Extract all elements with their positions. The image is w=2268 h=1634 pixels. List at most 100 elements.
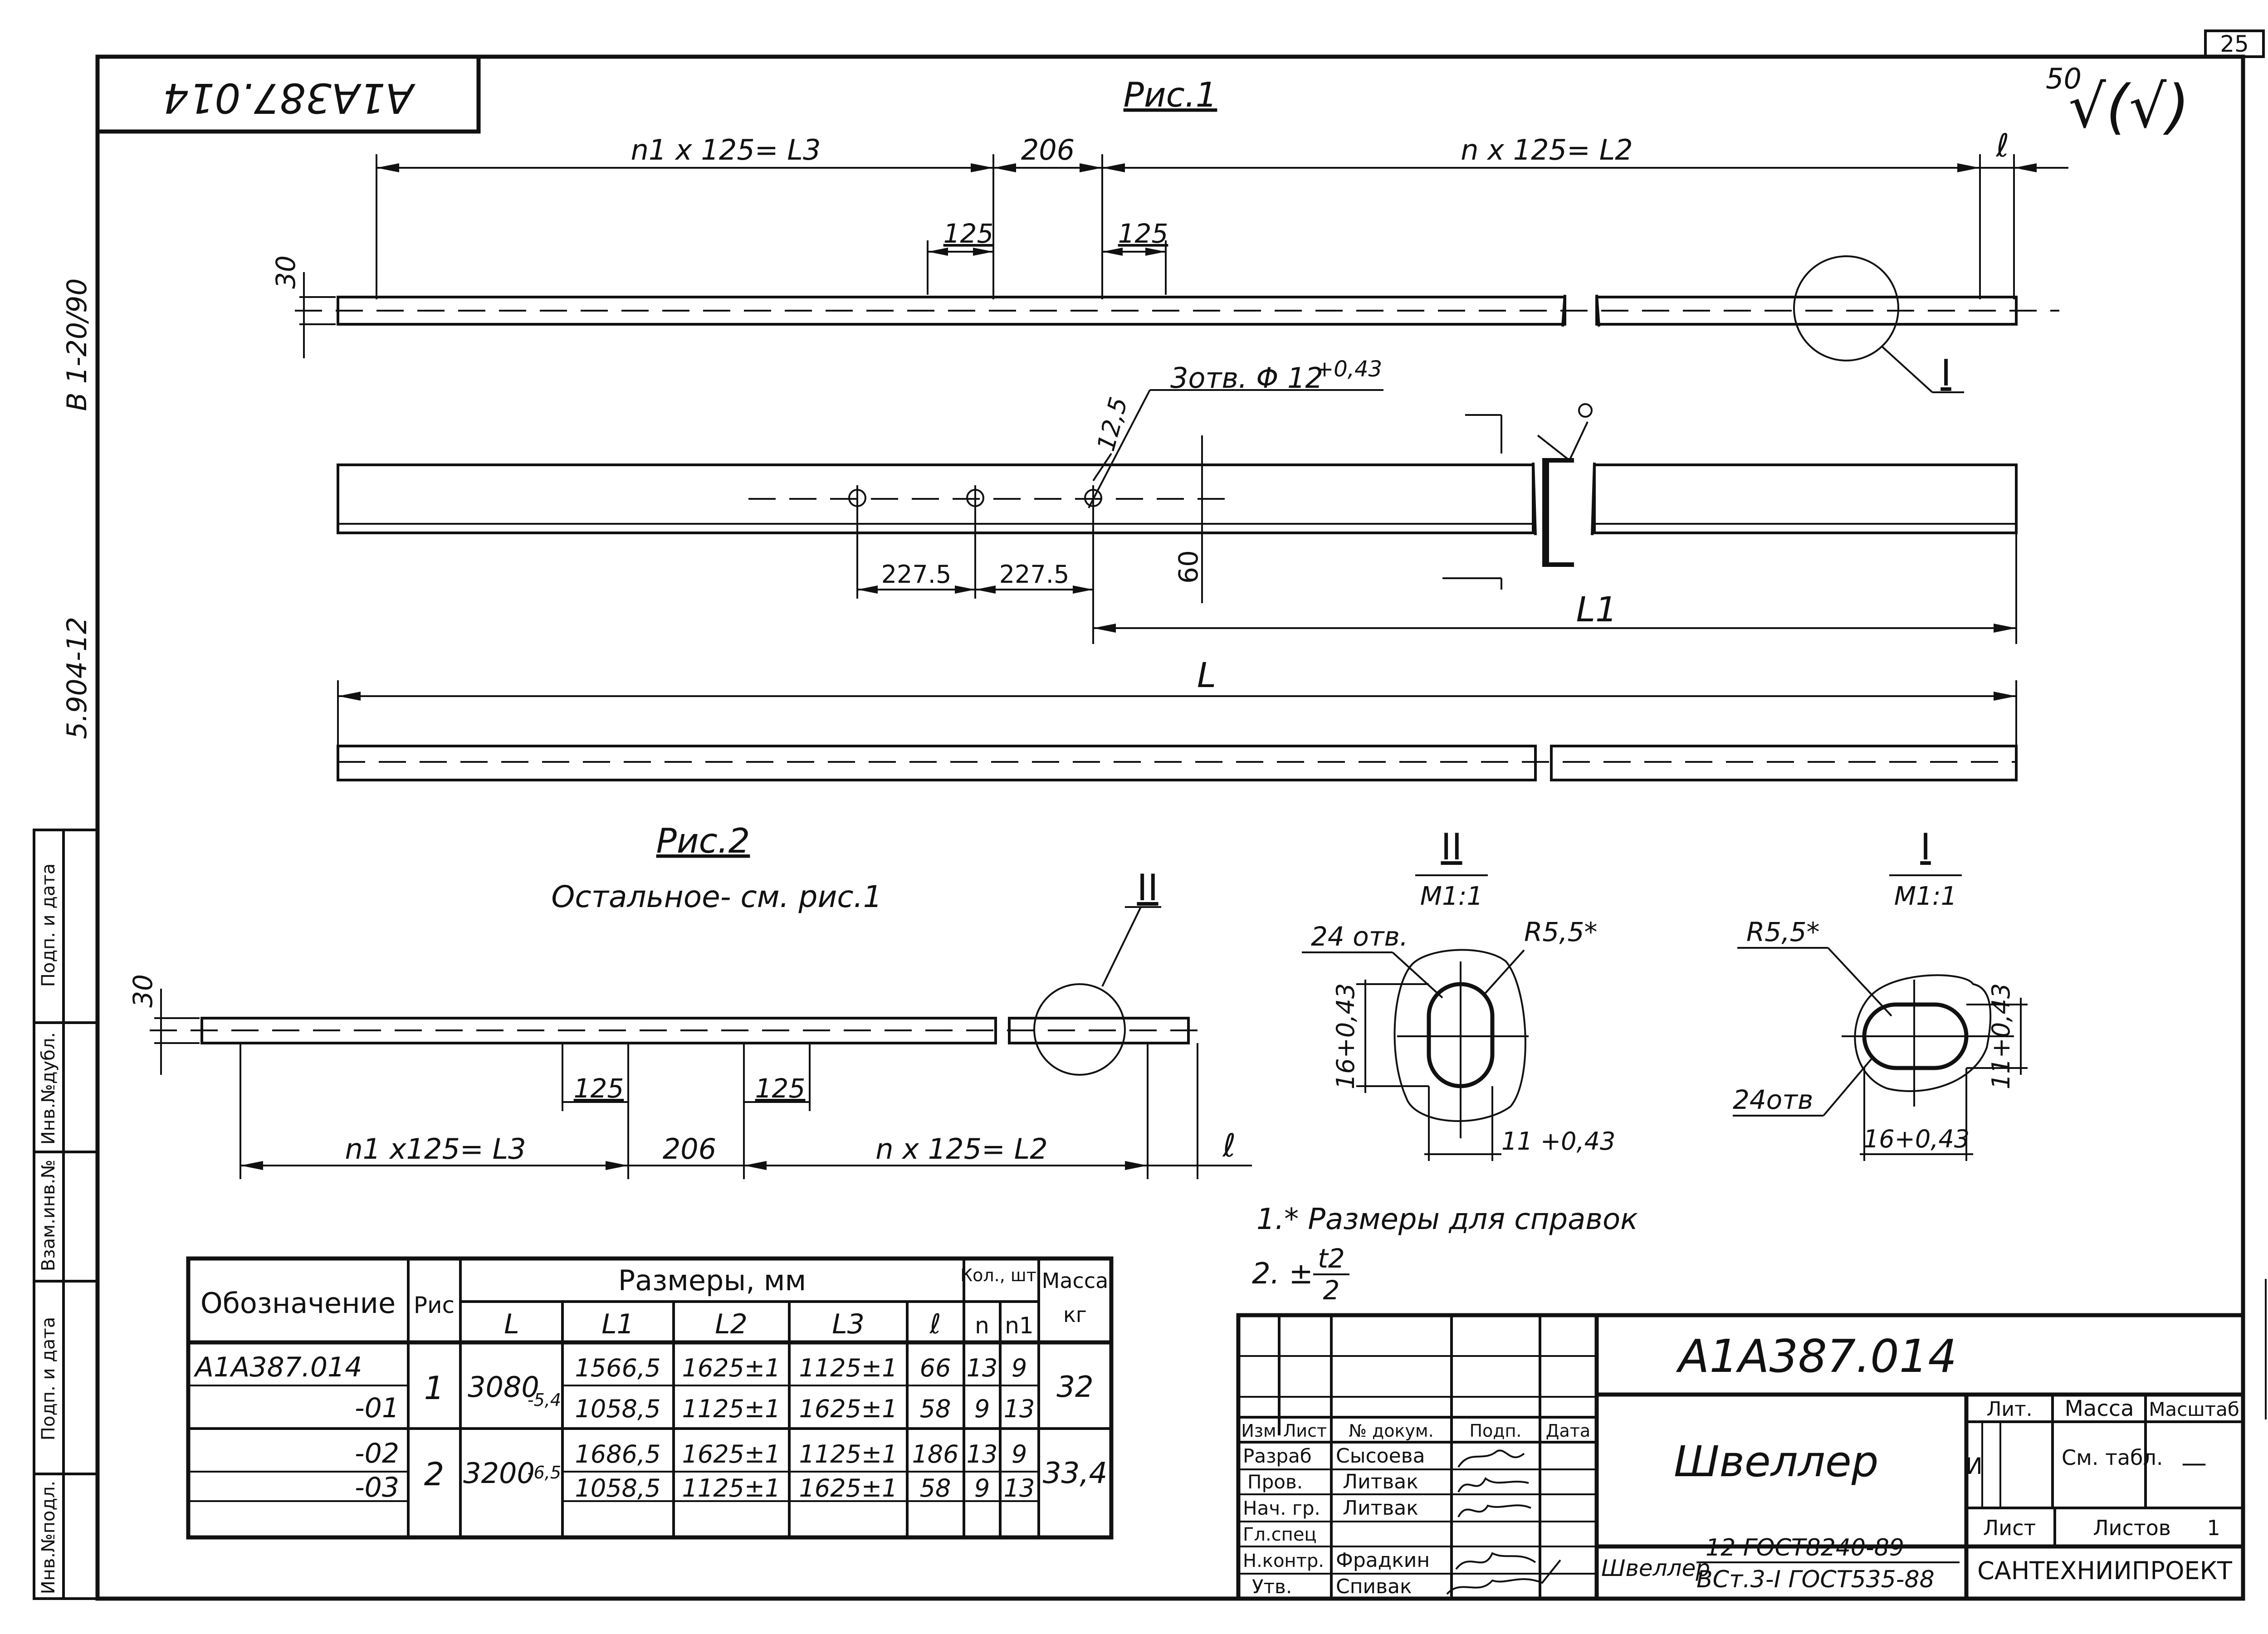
fig1-dim-30: 30 [270,255,301,289]
spec-table [186,1256,1114,1540]
title-block-sheets-label: Листов [2093,1516,2171,1540]
fig2-dim-e: ℓ [1222,1127,1236,1164]
title-block-name-1: Литвак [1343,1470,1418,1493]
title-block-name-4: Фрадкин [1336,1549,1430,1572]
detail-I-dim-v: 11+0,43 [1987,983,2015,1089]
table-row-3-L3: 1625±1 [799,1474,897,1502]
detail-I-title: I [1920,826,1931,868]
title-block-material-line1: 12 ГОСТ8240-89 [1706,1534,1904,1561]
left-strip-label-1: Подп. и дата [38,1317,59,1440]
title-block-col-list: Лист [1283,1421,1327,1441]
fig1-dim-125-b: 125 [1118,218,1168,249]
table-group-0-fig: 1 [424,1370,445,1407]
roughness-value: 50 [2046,62,2082,95]
fig1-dim-top-right: n x 125= L2 [1461,133,1633,166]
fig2-dim-mid: 206 [663,1132,716,1166]
title-block-scale-label: Масштаб [2149,1398,2239,1420]
detail-I-shape [1733,947,2028,1161]
title-block-sheet-label: Лист [1983,1516,2036,1540]
note-2: 2. ± [1252,1257,1313,1291]
table-row-3-L1: 1058,5 [575,1474,661,1502]
fig1-top-bar [295,294,2059,327]
left-strip-label-3: Инв.№дубл. [38,1032,59,1145]
title-block-name-5: Спивак [1336,1575,1412,1598]
note-fraction-den: 2 [1323,1275,1340,1306]
fig1-dim-227-b: 227.5 [999,560,1070,589]
table-row-2-n: 13 [967,1440,998,1468]
title-block-name-0: Сысоева [1336,1444,1425,1468]
table-header-n1: n1 [1005,1312,1034,1339]
left-strip-label-0: Инв.№подл. [38,1481,59,1595]
title-block-role-2: Нач. гр. [1243,1497,1320,1519]
table-row-0-e: 66 [920,1354,951,1382]
fig1-holes [848,485,1102,644]
fig2-callout-II: II [1137,867,1158,909]
note-1: 1.* Размеры для справок [1256,1203,1638,1236]
fig2-bottom-dimension [240,1043,1252,1179]
fig1-dim-125-a: 125 [943,218,994,249]
sheet-number-box [2204,29,2265,58]
left-strip-label-2: Взам.инв.№ [38,1160,59,1271]
fig2-dim-125-b: 125 [755,1073,806,1104]
table-row-0-n1: 9 [1012,1354,1027,1382]
fig1-channel-section [1442,403,1593,590]
title-block [1236,1313,2245,1601]
table-row-2-n1: 9 [1012,1440,1027,1468]
designation-stamp: A1A387.014 [163,74,416,122]
table-row-2-L2: 1625±1 [682,1440,780,1468]
fig1-callout-I: I [1941,352,1951,394]
table-row-1-e: 58 [920,1395,951,1423]
detail-I-scale: M1:1 [1894,882,1957,911]
title-block-mass-label: Масса [2064,1396,2134,1421]
title-block-col-sign: Подп. [1469,1421,1521,1441]
fig1-title: Рис.1 [1124,75,1217,115]
fig2-title: Рис.2 [656,821,750,861]
table-row-3-e: 58 [920,1474,951,1502]
fig1-callout-circle [1793,255,1899,361]
detail-II-dim-h: 11 +0,43 [1501,1127,1615,1156]
fig1-30-dim [299,272,336,358]
table-row-0-n: 13 [967,1354,998,1382]
table-row-3-n: 9 [974,1474,990,1502]
table-row-0-L1: 1566,5 [575,1354,661,1382]
table-row-3-L2: 1125±1 [682,1474,780,1502]
title-block-material-prefix: Швеллер [1601,1555,1710,1581]
table-row-1-n: 9 [974,1395,990,1423]
fig1-dim-e: ℓ [1996,127,2009,164]
title-block-name-2: Литвак [1343,1497,1418,1520]
fig1-dim-L1: L1 [1576,589,1618,629]
fig1-dim-60: 60 [1173,550,1204,584]
fig1-side-bar [337,462,2018,536]
title-block-col-doc: № докум. [1349,1421,1433,1441]
title-block-code: A1A387.014 [1676,1330,1957,1383]
table-header-L2: L2 [715,1308,748,1340]
fig2-30-dim [154,989,200,1075]
fig2-callout-circle [1033,983,1126,1076]
fig1-dim-top-left: n1 x 125= L3 [631,133,821,166]
table-row-0-L2: 1625±1 [682,1354,780,1382]
title-block-mass-value: См. табл. [2062,1445,2163,1470]
table-row-0-designation: A1A387.014 [193,1351,362,1383]
table-header-fig: Рис [414,1292,455,1318]
table-row-1-designation: -01 [355,1392,399,1424]
table-group-1-L: 3200 [463,1457,535,1490]
table-row-3-n1: 13 [1004,1474,1035,1502]
title-block-role-1: Пров. [1247,1471,1303,1493]
fig1-holes-tol: +0,43 [1315,356,1382,382]
fig1-227-dims [857,585,1093,594]
fig2-dim-left: n1 x125= L3 [345,1132,526,1166]
table-row-1-L1: 1058,5 [575,1395,661,1423]
table-group-1-fig: 2 [424,1456,445,1493]
table-row-2-L3: 1125±1 [799,1440,897,1468]
fig1-bottom-bar [337,745,2018,781]
fig1-125-dims [927,240,1167,295]
fig1-dim-227-a: 227.5 [881,560,952,589]
table-header-n: n [975,1312,989,1339]
table-header-mass-unit: кг [1063,1302,1087,1327]
title-block-lit-value: И [1965,1453,1982,1479]
detail-II-dim-v: 16+0,43 [1331,983,1360,1089]
detail-I-holes: 24отв [1733,1084,1813,1115]
table-header-L3: L3 [832,1308,865,1340]
fig1-top-dimension [376,154,2068,299]
